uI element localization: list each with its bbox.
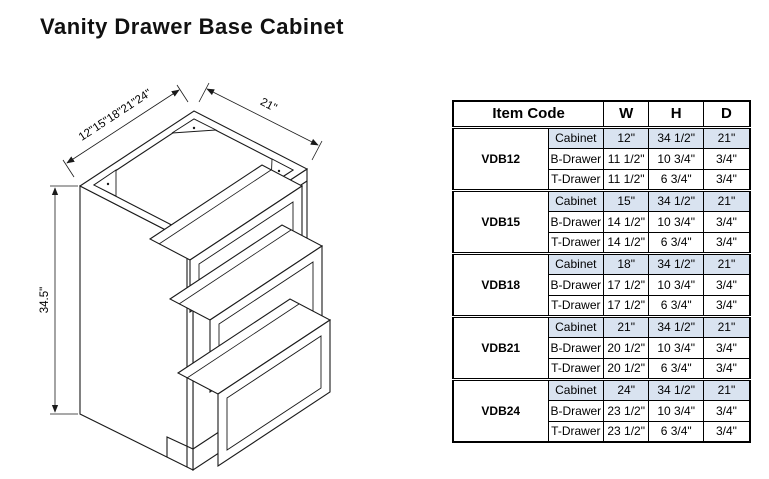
table-row: VDB21 Cabinet 21" 34 1/2" 21" (452, 314, 751, 380)
cell-d: 21" (703, 251, 751, 275)
cell-d: 3/4" (703, 273, 751, 296)
header-h: H (648, 100, 705, 129)
cell-w: 14 1/2" (603, 210, 650, 233)
cell-d: 21" (703, 314, 751, 338)
cell-d: 3/4" (703, 210, 751, 233)
depth-dimension-label: 21" (258, 96, 278, 114)
header-item-code: Item Code (452, 100, 605, 129)
cell-d: 3/4" (703, 399, 751, 422)
width-dimension-label: 12"15"18"21"24" (77, 87, 154, 143)
cell-d: 3/4" (703, 147, 751, 170)
cell-w: 23 1/2" (603, 399, 650, 422)
cell-h: 10 3/4" (648, 399, 705, 422)
cell-h: 10 3/4" (648, 273, 705, 296)
table-header-row: Item Code W H D (452, 100, 751, 129)
cell-h: 34 1/2" (648, 125, 705, 149)
cell-sub-label: Cabinet (547, 251, 605, 275)
cell-h: 6 3/4" (648, 294, 705, 317)
cell-d: 3/4" (703, 357, 751, 380)
cell-sub-label: Cabinet (547, 125, 605, 149)
cell-h: 6 3/4" (648, 231, 705, 254)
page-title: Vanity Drawer Base Cabinet (40, 14, 345, 39)
cell-w: 18" (603, 251, 650, 275)
cell-sub-label: Cabinet (547, 188, 605, 212)
cell-sub-label: T-Drawer (547, 420, 605, 443)
table-row: B-Drawer 14 1/2" 10 3/4" 3/4" (453, 210, 751, 233)
table-row: B-Drawer 20 1/2" 10 3/4" 3/4" (453, 336, 751, 359)
cell-sub-label: T-Drawer (547, 168, 605, 191)
table-row: VDB24 Cabinet 24" 34 1/2" 21" (452, 377, 751, 443)
cell-sub-label: T-Drawer (547, 231, 605, 254)
cell-w: 11 1/2" (603, 168, 650, 191)
cell-w: 20 1/2" (603, 336, 650, 359)
cabinet-isometric-drawing: 34.5" 12"15"18"21"24" 21" (39, 82, 332, 472)
table-row: B-Drawer 17 1/2" 10 3/4" 3/4" (453, 273, 751, 296)
table-row: T-Drawer 20 1/2" 6 3/4" 3/4" (453, 357, 751, 380)
cell-h: 34 1/2" (648, 251, 705, 275)
cell-w: 20 1/2" (603, 357, 650, 380)
cell-h: 10 3/4" (648, 336, 705, 359)
spec-table-container: Item Code W H D VDB12 Cabinet 12" 34 1/2… (452, 100, 751, 443)
table-row: VDB18 Cabinet 18" 34 1/2" 21" (452, 251, 751, 317)
spec-table: Item Code W H D VDB12 Cabinet 12" 34 1/2… (452, 100, 751, 443)
table-row: T-Drawer 11 1/2" 6 3/4" 3/4" (453, 168, 751, 191)
cell-w: 14 1/2" (603, 231, 650, 254)
cell-sub-label: B-Drawer (547, 147, 605, 170)
cell-item-code: VDB18 (452, 251, 549, 317)
cell-d: 3/4" (703, 231, 751, 254)
cell-h: 10 3/4" (648, 210, 705, 233)
cell-w: 17 1/2" (603, 294, 650, 317)
cell-h: 6 3/4" (648, 168, 705, 191)
dimension-height: 34.5" (39, 185, 78, 415)
header-w: W (603, 100, 650, 129)
cell-w: 21" (603, 314, 650, 338)
cell-w: 11 1/2" (603, 147, 650, 170)
table-row: VDB12 Cabinet 12" 34 1/2" 21" (452, 125, 751, 191)
table-row: B-Drawer 23 1/2" 10 3/4" 3/4" (453, 399, 751, 422)
cell-d: 21" (703, 377, 751, 401)
cell-sub-label: B-Drawer (547, 399, 605, 422)
cell-d: 3/4" (703, 336, 751, 359)
cell-sub-label: T-Drawer (547, 294, 605, 317)
cell-item-code: VDB12 (452, 125, 549, 191)
cell-w: 15" (603, 188, 650, 212)
dimension-depth: 21" (198, 82, 323, 161)
table-row: T-Drawer 23 1/2" 6 3/4" 3/4" (453, 420, 751, 443)
cell-item-code: VDB24 (452, 377, 549, 443)
height-dimension-label: 34.5" (39, 287, 51, 313)
cell-d: 3/4" (703, 168, 751, 191)
cell-d: 3/4" (703, 420, 751, 443)
cell-sub-label: Cabinet (547, 314, 605, 338)
cell-sub-label: T-Drawer (547, 357, 605, 380)
cell-sub-label: Cabinet (547, 377, 605, 401)
cell-sub-label: B-Drawer (547, 210, 605, 233)
drawer-bottom (176, 298, 332, 468)
cell-h: 34 1/2" (648, 377, 705, 401)
cell-item-code: VDB21 (452, 314, 549, 380)
table-row: B-Drawer 11 1/2" 10 3/4" 3/4" (453, 147, 751, 170)
cell-h: 34 1/2" (648, 188, 705, 212)
cell-h: 6 3/4" (648, 420, 705, 443)
cell-sub-label: B-Drawer (547, 336, 605, 359)
cell-sub-label: B-Drawer (547, 273, 605, 296)
cell-h: 34 1/2" (648, 314, 705, 338)
cell-w: 17 1/2" (603, 273, 650, 296)
header-d: D (703, 100, 751, 129)
cell-w: 23 1/2" (603, 420, 650, 443)
table-row: VDB15 Cabinet 15" 34 1/2" 21" (452, 188, 751, 254)
cell-w: 24" (603, 377, 650, 401)
cell-d: 21" (703, 125, 751, 149)
cell-d: 3/4" (703, 294, 751, 317)
cell-d: 21" (703, 188, 751, 212)
cell-h: 6 3/4" (648, 357, 705, 380)
cell-w: 12" (603, 125, 650, 149)
cell-item-code: VDB15 (452, 188, 549, 254)
cell-h: 10 3/4" (648, 147, 705, 170)
